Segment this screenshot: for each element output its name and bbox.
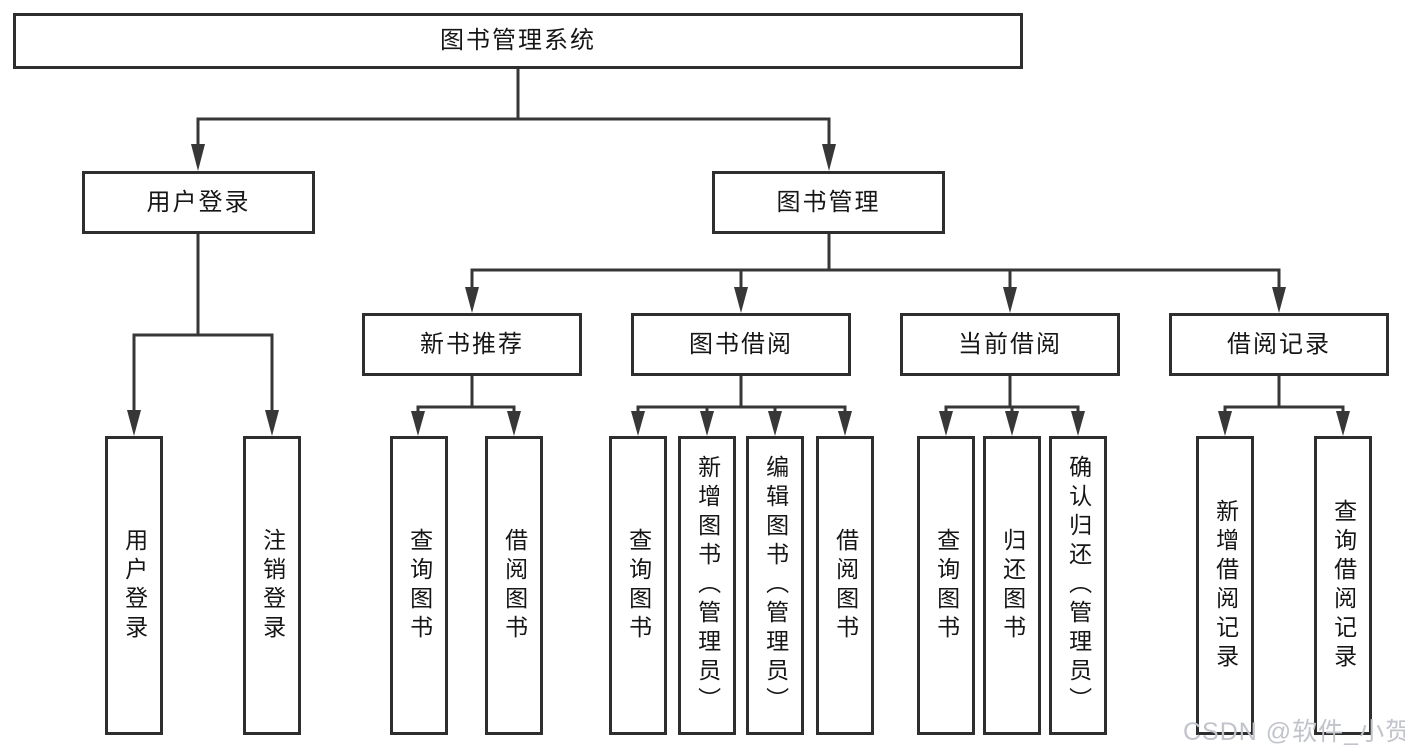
leaf-query-books-borrow: 查询图书 (609, 436, 667, 735)
leaf-label: 查询图书 (406, 527, 433, 644)
node-borrow-records: 借阅记录 (1169, 313, 1389, 376)
connector-book-management-to-level3 (465, 234, 1286, 313)
leaf-logout: 注销登录 (243, 436, 301, 735)
leaf-user-login: 用户登录 (105, 436, 163, 735)
leaf-label: 新增图书（管理员） (694, 455, 721, 716)
leaf-borrow-books: 借阅图书 (816, 436, 874, 735)
leaf-label: 新增借阅记录 (1212, 498, 1239, 673)
leaf-query-books-recommend: 查询图书 (390, 436, 448, 735)
leaf-add-borrow-record: 新增借阅记录 (1196, 436, 1254, 735)
node-book-management: 图书管理 (712, 171, 945, 234)
leaf-borrow-books-recommend: 借阅图书 (485, 436, 543, 735)
node-root-system: 图书管理系统 (13, 13, 1023, 69)
leaf-label: 借阅图书 (832, 527, 859, 644)
connector-new-book-recommend-to-leaves (411, 376, 521, 436)
leaf-edit-book-admin: 编辑图书（管理员） (746, 436, 804, 735)
leaf-query-books-current: 查询图书 (917, 436, 975, 735)
leaf-return-book: 归还图书 (983, 436, 1041, 735)
leaf-label: 借阅图书 (501, 527, 528, 644)
csdn-watermark: CSDN @软件_小贺同学 (1183, 718, 1405, 746)
leaf-label: 查询图书 (933, 527, 960, 644)
leaf-label: 用户登录 (121, 527, 148, 644)
connector-book-borrow-to-leaves (631, 376, 852, 436)
connector-current-borrow-to-leaves (939, 376, 1085, 436)
connector-root-to-level2 (191, 69, 836, 171)
leaf-confirm-return-admin: 确认归还（管理员） (1049, 436, 1107, 735)
node-book-borrow: 图书借阅 (631, 313, 851, 376)
node-current-borrow: 当前借阅 (900, 313, 1120, 376)
leaf-label: 归还图书 (999, 527, 1026, 644)
leaf-label: 编辑图书（管理员） (762, 455, 789, 716)
connector-borrow-records-to-leaves (1218, 376, 1350, 436)
node-new-book-recommend: 新书推荐 (362, 313, 582, 376)
leaf-label: 确认归还（管理员） (1065, 455, 1092, 716)
connector-user-login-to-leaves (127, 234, 279, 436)
leaf-add-book-admin: 新增图书（管理员） (678, 436, 736, 735)
leaf-query-borrow-record: 查询借阅记录 (1314, 436, 1372, 735)
leaf-label: 查询图书 (625, 527, 652, 644)
node-user-login: 用户登录 (82, 171, 315, 234)
leaf-label: 注销登录 (259, 527, 286, 644)
leaf-label: 查询借阅记录 (1330, 498, 1357, 673)
